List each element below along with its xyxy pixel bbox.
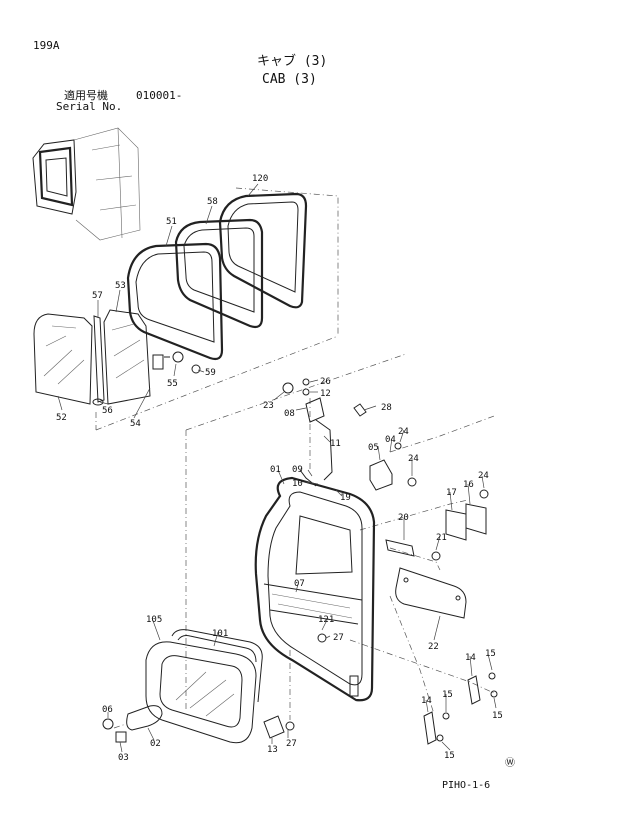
callout-10: 10 bbox=[292, 479, 303, 489]
callout-24-b: 24 bbox=[408, 454, 419, 464]
callout-58: 58 bbox=[207, 197, 218, 207]
callout-15-a: 15 bbox=[485, 649, 496, 659]
callout-20: 20 bbox=[398, 513, 409, 523]
hinge-14-upper bbox=[467, 675, 481, 705]
callout-54: 54 bbox=[130, 419, 141, 429]
callout-51: 51 bbox=[166, 217, 177, 227]
page-code: 199A bbox=[33, 39, 60, 52]
callout-53: 53 bbox=[115, 281, 126, 291]
callout-56: 56 bbox=[102, 406, 113, 416]
callout-121: 121 bbox=[318, 615, 334, 625]
door-frame-01 bbox=[254, 476, 376, 702]
callout-01: 01 bbox=[270, 465, 281, 475]
glass-panel-52 bbox=[33, 313, 93, 405]
callout-08: 08 bbox=[284, 409, 295, 419]
callout-12: 12 bbox=[320, 389, 331, 399]
rod-11 bbox=[315, 419, 333, 481]
window-frame-105 bbox=[145, 641, 257, 744]
callout-16: 16 bbox=[463, 480, 474, 490]
callout-06: 06 bbox=[102, 705, 113, 715]
callout-13: 13 bbox=[267, 745, 278, 755]
callout-105: 105 bbox=[146, 615, 162, 625]
callout-27-a: 27 bbox=[333, 633, 344, 643]
callout-14-b: 14 bbox=[421, 696, 432, 706]
strip-57 bbox=[93, 315, 105, 403]
callout-11: 11 bbox=[330, 439, 341, 449]
callout-05: 05 bbox=[368, 443, 379, 453]
plate-16 bbox=[465, 503, 487, 535]
callout-120: 120 bbox=[252, 174, 268, 184]
bracket-13 bbox=[263, 715, 285, 739]
plate-17 bbox=[445, 509, 467, 541]
footer-mark: Ⓦ bbox=[505, 758, 515, 769]
callout-28: 28 bbox=[381, 403, 392, 413]
callout-15-b: 15 bbox=[492, 711, 503, 721]
washer-12 bbox=[302, 388, 310, 396]
clip-03 bbox=[115, 731, 127, 743]
cab-thumbnail bbox=[32, 127, 141, 241]
panel-22 bbox=[395, 567, 467, 619]
callout-19: 19 bbox=[340, 493, 351, 503]
screw-26 bbox=[302, 378, 310, 386]
lock-05 bbox=[369, 459, 393, 491]
title-japanese: キャブ (3) bbox=[257, 54, 328, 69]
nut-59 bbox=[191, 364, 201, 374]
callout-52: 52 bbox=[56, 413, 67, 423]
callout-59: 59 bbox=[205, 368, 216, 378]
bolt-27-lower bbox=[285, 721, 295, 731]
title-english: CAB (3) bbox=[262, 72, 317, 87]
callout-24-a: 24 bbox=[398, 427, 409, 437]
bracket-54 bbox=[152, 354, 164, 370]
callout-55: 55 bbox=[167, 379, 178, 389]
window-seal-120 bbox=[218, 192, 308, 309]
window-seal-58 bbox=[174, 218, 264, 329]
clip-28 bbox=[353, 403, 367, 417]
serial-value: 010001- bbox=[136, 89, 183, 102]
callout-09: 09 bbox=[292, 465, 303, 475]
callout-57: 57 bbox=[92, 291, 103, 301]
callout-17: 17 bbox=[446, 488, 457, 498]
serial-label-en: Serial No. bbox=[56, 100, 123, 113]
handle-20 bbox=[385, 539, 415, 557]
serial-label-jp: 適用号機 bbox=[64, 89, 108, 102]
callout-07: 07 bbox=[294, 579, 305, 589]
callout-03: 03 bbox=[118, 753, 129, 763]
callout-23: 23 bbox=[263, 401, 274, 411]
drawing-code: PIHO-1-6 bbox=[442, 780, 491, 791]
callout-14-a: 14 bbox=[465, 653, 476, 663]
grommet-56 bbox=[92, 398, 104, 406]
callout-15-c: 15 bbox=[442, 690, 453, 700]
knob-06 bbox=[102, 718, 114, 730]
latch-08 bbox=[305, 397, 325, 423]
plate-02 bbox=[126, 705, 163, 731]
seal-101 bbox=[171, 629, 263, 703]
bolt-27-upper bbox=[317, 633, 327, 643]
callout-27-b: 27 bbox=[286, 739, 297, 749]
hinge-14-lower bbox=[423, 711, 437, 745]
callout-02: 02 bbox=[150, 739, 161, 749]
bolt-21 bbox=[431, 551, 441, 561]
callout-21: 21 bbox=[436, 533, 447, 543]
bolt-55 bbox=[172, 351, 184, 363]
glass-panel-53 bbox=[103, 309, 151, 405]
callout-15-d: 15 bbox=[444, 751, 455, 761]
callout-26: 26 bbox=[320, 377, 331, 387]
callout-04: 04 bbox=[385, 435, 396, 445]
window-seal-51 bbox=[126, 242, 224, 361]
bolt-23 bbox=[282, 382, 294, 394]
callout-101: 101 bbox=[212, 629, 228, 639]
callout-24-c: 24 bbox=[478, 471, 489, 481]
callout-22: 22 bbox=[428, 642, 439, 652]
